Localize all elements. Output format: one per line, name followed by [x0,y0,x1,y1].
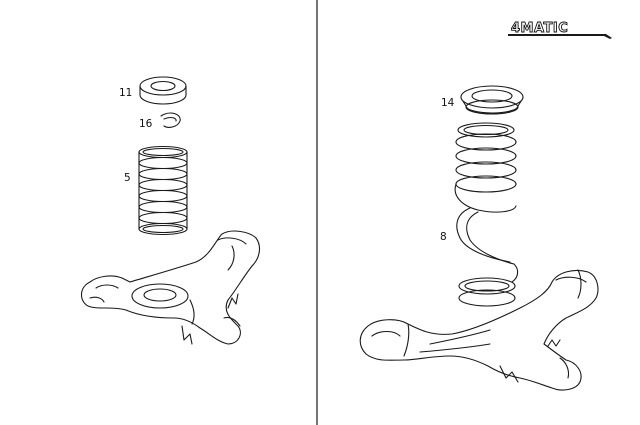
part-16-clip [160,112,181,128]
label-part-11: 11 [119,87,132,99]
label-part-14: 14 [441,97,455,109]
part-11-rubber-mount [139,76,187,105]
rear-control-arm [359,269,599,391]
front-control-arm [80,230,261,345]
part-8-rear-coil-spring [454,122,519,307]
badge-text: 4MATIC [511,21,568,36]
part-5-coil-spring [138,145,188,236]
4matic-badge: 4MATIC [508,21,612,39]
part-14-spring-seat [460,85,524,115]
label-part-5: 5 [124,172,131,184]
label-part-16: 16 [139,118,153,130]
label-part-8: 8 [440,231,447,243]
